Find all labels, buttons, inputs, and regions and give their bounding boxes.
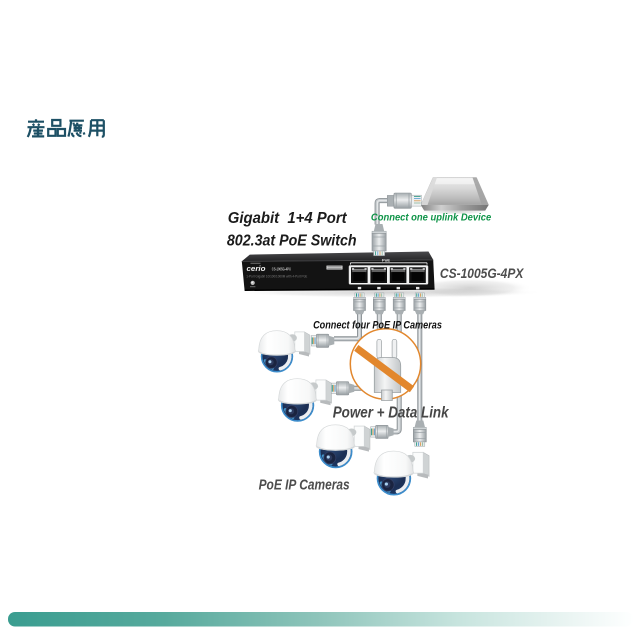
svg-text:802.3at PoE Switch: 802.3at PoE Switch bbox=[227, 232, 357, 249]
svg-text:Connect one uplink Device: Connect one uplink Device bbox=[371, 213, 492, 224]
svg-text:1-Port Gigabit 10/100/1000M wi: 1-Port Gigabit 10/100/1000M with 4-Port … bbox=[246, 275, 308, 279]
svg-text:Power + Data Link: Power + Data Link bbox=[333, 405, 450, 422]
svg-text:Connect four PoE IP Cameras: Connect four PoE IP Cameras bbox=[313, 320, 442, 332]
svg-text:Gigabit 1+4 Port: Gigabit 1+4 Port bbox=[228, 210, 348, 227]
svg-text:PoE IP Cameras: PoE IP Cameras bbox=[259, 477, 350, 494]
svg-text:CS-1005G-4PX: CS-1005G-4PX bbox=[440, 266, 524, 281]
svg-text:CS-1005G-4PX: CS-1005G-4PX bbox=[272, 267, 292, 272]
svg-text:cerio: cerio bbox=[247, 264, 267, 273]
svg-text:PoE: PoE bbox=[382, 258, 390, 263]
